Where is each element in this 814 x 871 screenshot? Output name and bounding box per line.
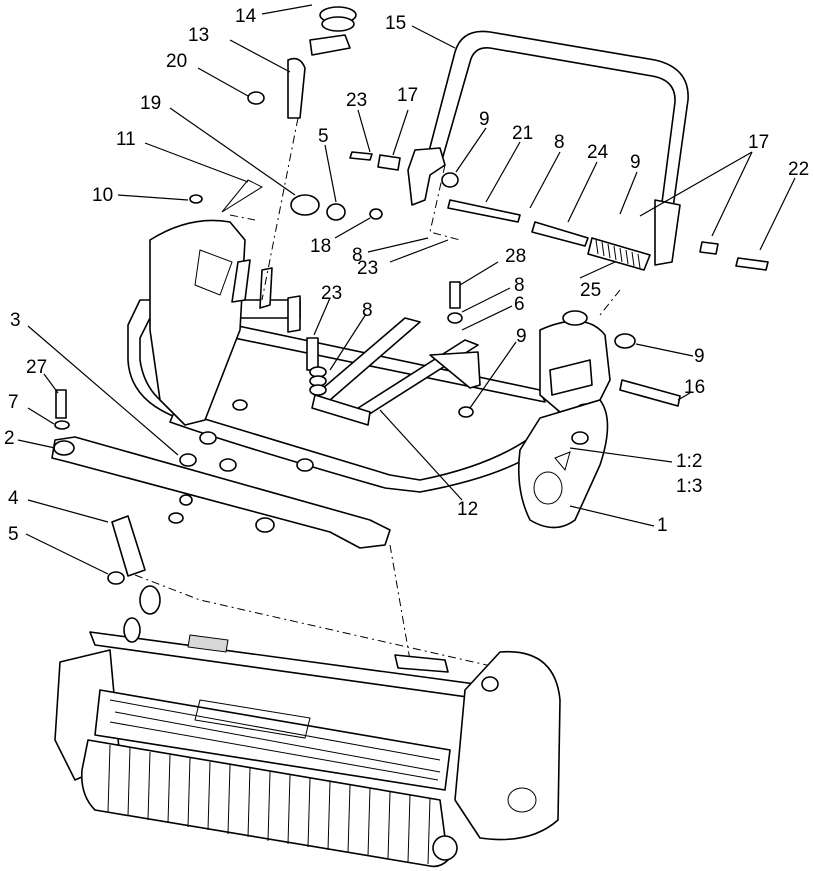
callout-9: 9 bbox=[479, 109, 490, 130]
small-hardware bbox=[54, 281, 589, 585]
callout-8: 8 bbox=[362, 300, 373, 321]
callout-6: 6 bbox=[514, 294, 525, 315]
callout-5: 5 bbox=[8, 524, 19, 545]
callout-1-2: 1:2 bbox=[676, 451, 702, 472]
callout-3: 3 bbox=[10, 310, 21, 331]
callout-10: 10 bbox=[92, 185, 113, 206]
leader-lines bbox=[17, 4, 796, 575]
handle-bail bbox=[407, 30, 689, 266]
callout-20: 20 bbox=[166, 51, 187, 72]
callout-19: 19 bbox=[140, 93, 161, 114]
callout-23: 23 bbox=[346, 90, 367, 111]
callout-17: 17 bbox=[748, 132, 769, 153]
callout-13: 13 bbox=[188, 25, 209, 46]
callout-11: 11 bbox=[116, 129, 136, 150]
assembly-lines bbox=[134, 117, 621, 669]
shafts-springs bbox=[189, 91, 769, 407]
callout-1-3: 1:3 bbox=[676, 476, 702, 497]
callout-9: 9 bbox=[516, 326, 527, 347]
callout-28: 28 bbox=[505, 246, 526, 267]
callout-12: 12 bbox=[457, 499, 478, 520]
callout-25: 25 bbox=[580, 280, 601, 301]
cutting-reel-unit bbox=[54, 585, 561, 868]
callout-18: 18 bbox=[310, 236, 331, 257]
callout-2: 2 bbox=[4, 428, 15, 449]
link bbox=[111, 515, 146, 577]
callout-16: 16 bbox=[684, 377, 705, 398]
lift-arm bbox=[51, 436, 391, 549]
roller-bracket bbox=[311, 317, 481, 426]
callout-5: 5 bbox=[318, 126, 329, 147]
callout-24: 24 bbox=[587, 142, 609, 163]
callout-27: 27 bbox=[26, 357, 47, 378]
callout-22: 22 bbox=[788, 159, 809, 180]
callout-labels: 14 13 15 20 19 23 17 9 21 8 24 9 17 22 1… bbox=[4, 6, 809, 545]
callout-9: 9 bbox=[694, 346, 705, 367]
callout-23: 23 bbox=[321, 283, 342, 304]
callout-15: 15 bbox=[385, 13, 406, 34]
callout-7: 7 bbox=[8, 392, 19, 413]
callout-8: 8 bbox=[554, 132, 565, 153]
callout-23: 23 bbox=[357, 258, 378, 279]
callout-17: 17 bbox=[397, 85, 418, 106]
callout-9: 9 bbox=[630, 152, 641, 173]
callout-8: 8 bbox=[352, 245, 363, 266]
callout-21: 21 bbox=[512, 123, 533, 144]
side-plate bbox=[517, 399, 609, 529]
callout-14: 14 bbox=[235, 6, 257, 27]
callout-4: 4 bbox=[8, 488, 19, 509]
callout-1: 1 bbox=[657, 515, 668, 536]
callout-8: 8 bbox=[514, 275, 525, 296]
pivot-brackets bbox=[231, 6, 357, 333]
